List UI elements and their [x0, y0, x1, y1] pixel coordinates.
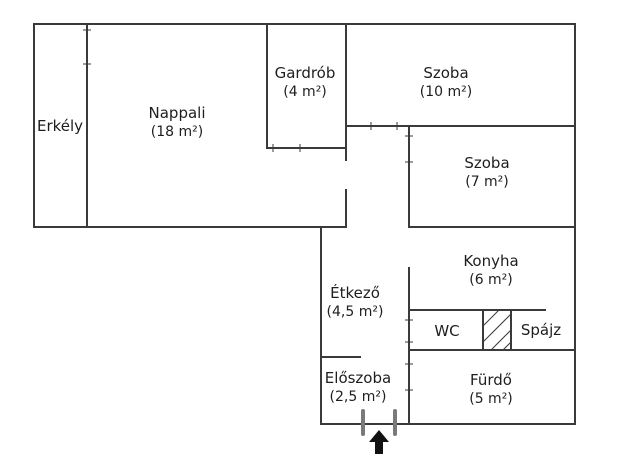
room-name: Nappali — [148, 104, 206, 122]
room-wc: WC — [434, 321, 459, 341]
room-area: (7 m²) — [465, 174, 509, 191]
room-name: Gardrób — [274, 64, 336, 82]
room-etkezo: Étkező (4,5 m²) — [327, 283, 384, 322]
room-name: Erkély — [36, 117, 84, 135]
room-gardrob: Gardrób (4 m²) — [275, 63, 336, 102]
entrance-door — [361, 409, 397, 436]
room-area: (18 m²) — [150, 124, 204, 141]
room-name: Spájz — [520, 321, 562, 339]
room-area: (2,5 m²) — [329, 389, 387, 406]
room-name: WC — [434, 322, 460, 340]
door-ticks — [83, 29, 413, 391]
room-furdo: Fürdő (5 m²) — [469, 370, 513, 409]
room-szoba-7: Szoba (7 m²) — [464, 153, 509, 192]
room-name: Előszoba — [324, 369, 392, 387]
room-area: (4,5 m²) — [326, 304, 384, 321]
hatched-shaft — [482, 309, 512, 351]
entrance-arrow-icon — [369, 430, 389, 454]
room-area: (4 m²) — [283, 84, 327, 101]
room-area: (6 m²) — [469, 272, 513, 289]
room-name: Konyha — [463, 252, 519, 270]
room-name: Szoba — [464, 154, 510, 172]
room-area: (5 m²) — [469, 391, 513, 408]
room-name: Fürdő — [470, 371, 512, 389]
room-name: Szoba — [423, 64, 469, 82]
room-eloszoba: Előszoba (2,5 m²) — [325, 368, 391, 407]
room-name: Étkező — [330, 284, 380, 302]
room-spajz: Spájz — [521, 320, 561, 340]
room-nappali: Nappali (18 m²) — [149, 103, 206, 142]
room-konyha: Konyha (6 m²) — [463, 251, 518, 290]
room-erkely: Erkély — [37, 116, 83, 136]
room-area: (10 m²) — [419, 84, 473, 101]
walls — [33, 23, 576, 425]
room-szoba-10: Szoba (10 m²) — [420, 63, 472, 102]
